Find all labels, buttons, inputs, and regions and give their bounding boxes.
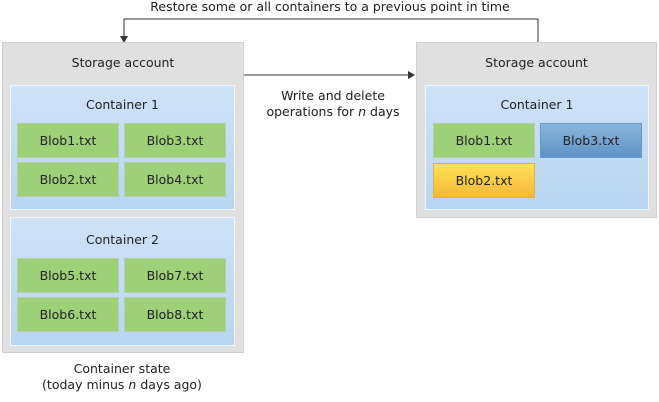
write-delete-line1: Write and delete bbox=[281, 88, 385, 103]
blob-modified: Blob3.txt bbox=[540, 123, 642, 158]
write-delete-label: Write and delete operations for n days bbox=[253, 88, 413, 120]
blob: Blob8.txt bbox=[124, 297, 226, 332]
blob: Blob2.txt bbox=[17, 162, 119, 197]
right-container-1: Container 1 Blob1.txt Blob3.txt Blob2.tx… bbox=[425, 85, 649, 210]
account-label: Storage account bbox=[71, 55, 175, 70]
left-container-1: Container 1 Blob1.txt Blob3.txt Blob2.tx… bbox=[10, 85, 235, 210]
write-delete-arrowhead bbox=[408, 71, 415, 79]
right-storage-account: Storage account Container 1 Blob1.txt Bl… bbox=[416, 42, 657, 218]
container-state-caption: Container state (today minus n days ago) bbox=[22, 361, 222, 393]
left-storage-account: Storage account Container 1 Blob1.txt Bl… bbox=[2, 42, 244, 353]
write-delete-line2: operations for n days bbox=[266, 104, 400, 119]
blob: Blob1.txt bbox=[17, 123, 119, 158]
container-label: Container 1 bbox=[85, 97, 159, 112]
blob: Blob5.txt bbox=[17, 258, 119, 293]
restore-arrowhead bbox=[120, 36, 128, 43]
caption-line2: (today minus n days ago) bbox=[42, 377, 202, 392]
account-label: Storage account bbox=[485, 55, 588, 70]
blob: Blob7.txt bbox=[124, 258, 226, 293]
container-label: Container 2 bbox=[85, 232, 159, 247]
container-label: Container 1 bbox=[500, 97, 574, 112]
blob: Blob6.txt bbox=[17, 297, 119, 332]
restore-label: Restore some or all containers to a prev… bbox=[150, 0, 510, 14]
blob-unchanged: Blob1.txt bbox=[433, 123, 535, 158]
blob: Blob3.txt bbox=[124, 123, 226, 158]
restore-arrow bbox=[123, 18, 539, 42]
left-container-2: Container 2 Blob5.txt Blob7.txt Blob6.tx… bbox=[10, 217, 235, 346]
caption-line1: Container state bbox=[73, 361, 171, 376]
blob: Blob4.txt bbox=[124, 162, 226, 197]
blob-new: Blob2.txt bbox=[433, 163, 535, 198]
